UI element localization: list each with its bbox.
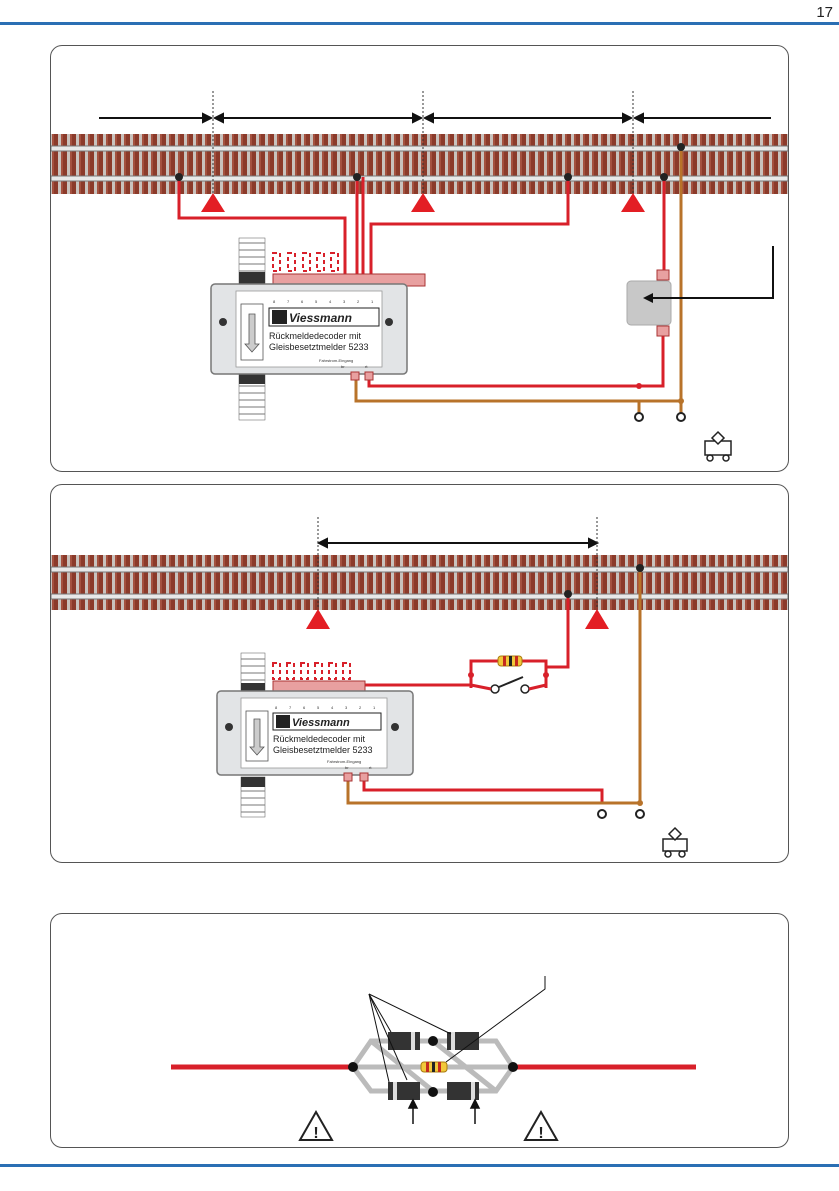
ribbon-cable-top: [239, 238, 265, 286]
decoder-connectors-top: [273, 253, 425, 286]
external-component-box: [627, 246, 773, 336]
section-arrow-2: [319, 539, 597, 547]
transformer-icon-2: [663, 828, 687, 857]
ribbon-cable-bottom-2: [241, 777, 265, 817]
decoder-inputs-label-2: Fahrstrom-Eingang: [327, 759, 361, 764]
decoder-name-line1-2: Rückmeldedecoder mit: [273, 734, 366, 744]
pointer-arrows: [409, 1100, 479, 1124]
insulation-markers: [201, 193, 645, 212]
ribbon-cable-top-2: [241, 653, 265, 693]
resistor-3: [421, 1062, 447, 1072]
decoder-brand-1: Viessmann: [289, 311, 352, 325]
decoder-module-1: Viessmann Rückmeldedecoder mit Gleisbese…: [211, 284, 407, 374]
power-terminals-2: [598, 810, 644, 818]
page-number: 17: [816, 4, 833, 21]
diagram-panel-2: Viessmann Rückmeldedecoder mit Gleisbese…: [50, 484, 789, 863]
bottom-rule: [0, 1164, 839, 1167]
top-rule: [0, 22, 839, 25]
section-arrows: [99, 114, 771, 122]
decoder-brand-2: Viessmann: [292, 717, 350, 729]
decoder-name-line1-1: Rückmeldedecoder mit: [269, 331, 362, 341]
transformer-icon: [705, 432, 731, 461]
ribbon-cable-bottom: [239, 372, 265, 420]
diagram-panel-1: Viessmann Rückmeldedecoder mit Gleisbese…: [50, 45, 789, 472]
switch-2: [471, 677, 546, 693]
svg-text:!: !: [538, 1125, 543, 1142]
decoder-inputs-label-1: Fahrstrom-Eingang: [319, 358, 353, 363]
decoder-module-2: Viessmann Rückmeldedecoder mit Gleisbese…: [217, 691, 413, 775]
warning-icon-left: !: [300, 1112, 332, 1142]
decoder-connectors-top-2: [273, 663, 365, 691]
track-2: [51, 555, 788, 610]
power-terminals: [635, 413, 685, 421]
decoder-name-line2-1: Gleisbesetztmelder 5233: [269, 342, 369, 352]
decoder-name-line2-2: Gleisbesetztmelder 5233: [273, 745, 373, 755]
diode-bridge-diagram: ! !: [51, 914, 788, 1147]
diagram-panel-3: ! !: [50, 913, 789, 1148]
resistor-2: [498, 656, 522, 666]
track-diagram-1: Viessmann Rückmeldedecoder mit Gleisbese…: [51, 46, 788, 471]
svg-text:!: !: [313, 1125, 318, 1142]
warning-icon-right: !: [525, 1112, 557, 1142]
track-diagram-2: Viessmann Rückmeldedecoder mit Gleisbese…: [51, 485, 788, 862]
insulation-markers-2: [306, 609, 609, 629]
track-1: [51, 134, 788, 194]
